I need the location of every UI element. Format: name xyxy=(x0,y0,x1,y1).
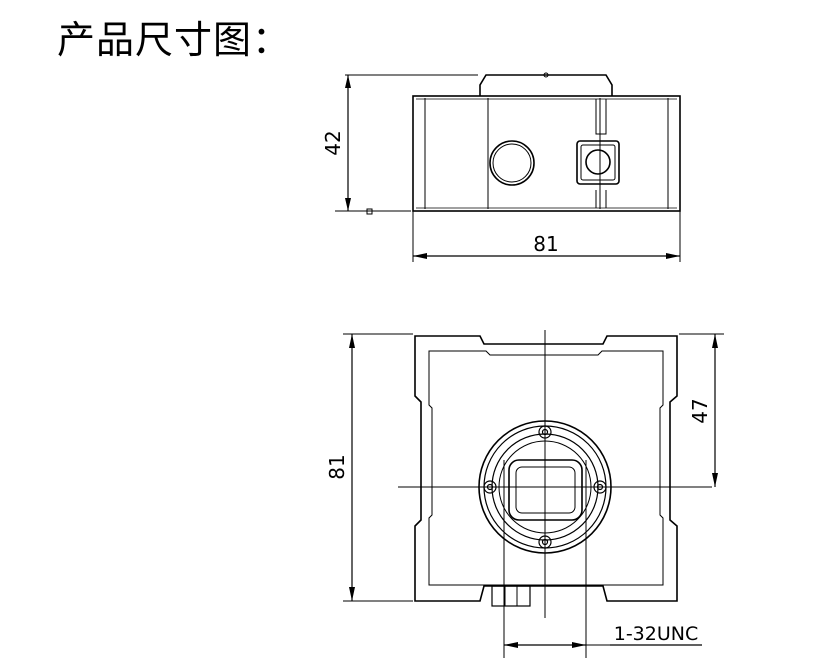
side-view-port xyxy=(489,140,535,186)
side-width-label: 81 xyxy=(533,232,558,256)
page-title: 产品尺寸图： xyxy=(57,18,292,62)
side-view-body xyxy=(412,95,681,212)
front-height-label: 81 xyxy=(325,454,349,479)
front-view xyxy=(343,330,724,658)
front-view-body xyxy=(414,335,678,602)
side-view xyxy=(335,72,681,262)
side-view-top-cap xyxy=(479,74,613,96)
side-view-connector xyxy=(576,140,620,185)
mount-callout-label: 1-32UNC xyxy=(614,623,699,645)
front-offset-label: 47 xyxy=(688,398,712,423)
side-height-label: 42 xyxy=(321,130,345,155)
